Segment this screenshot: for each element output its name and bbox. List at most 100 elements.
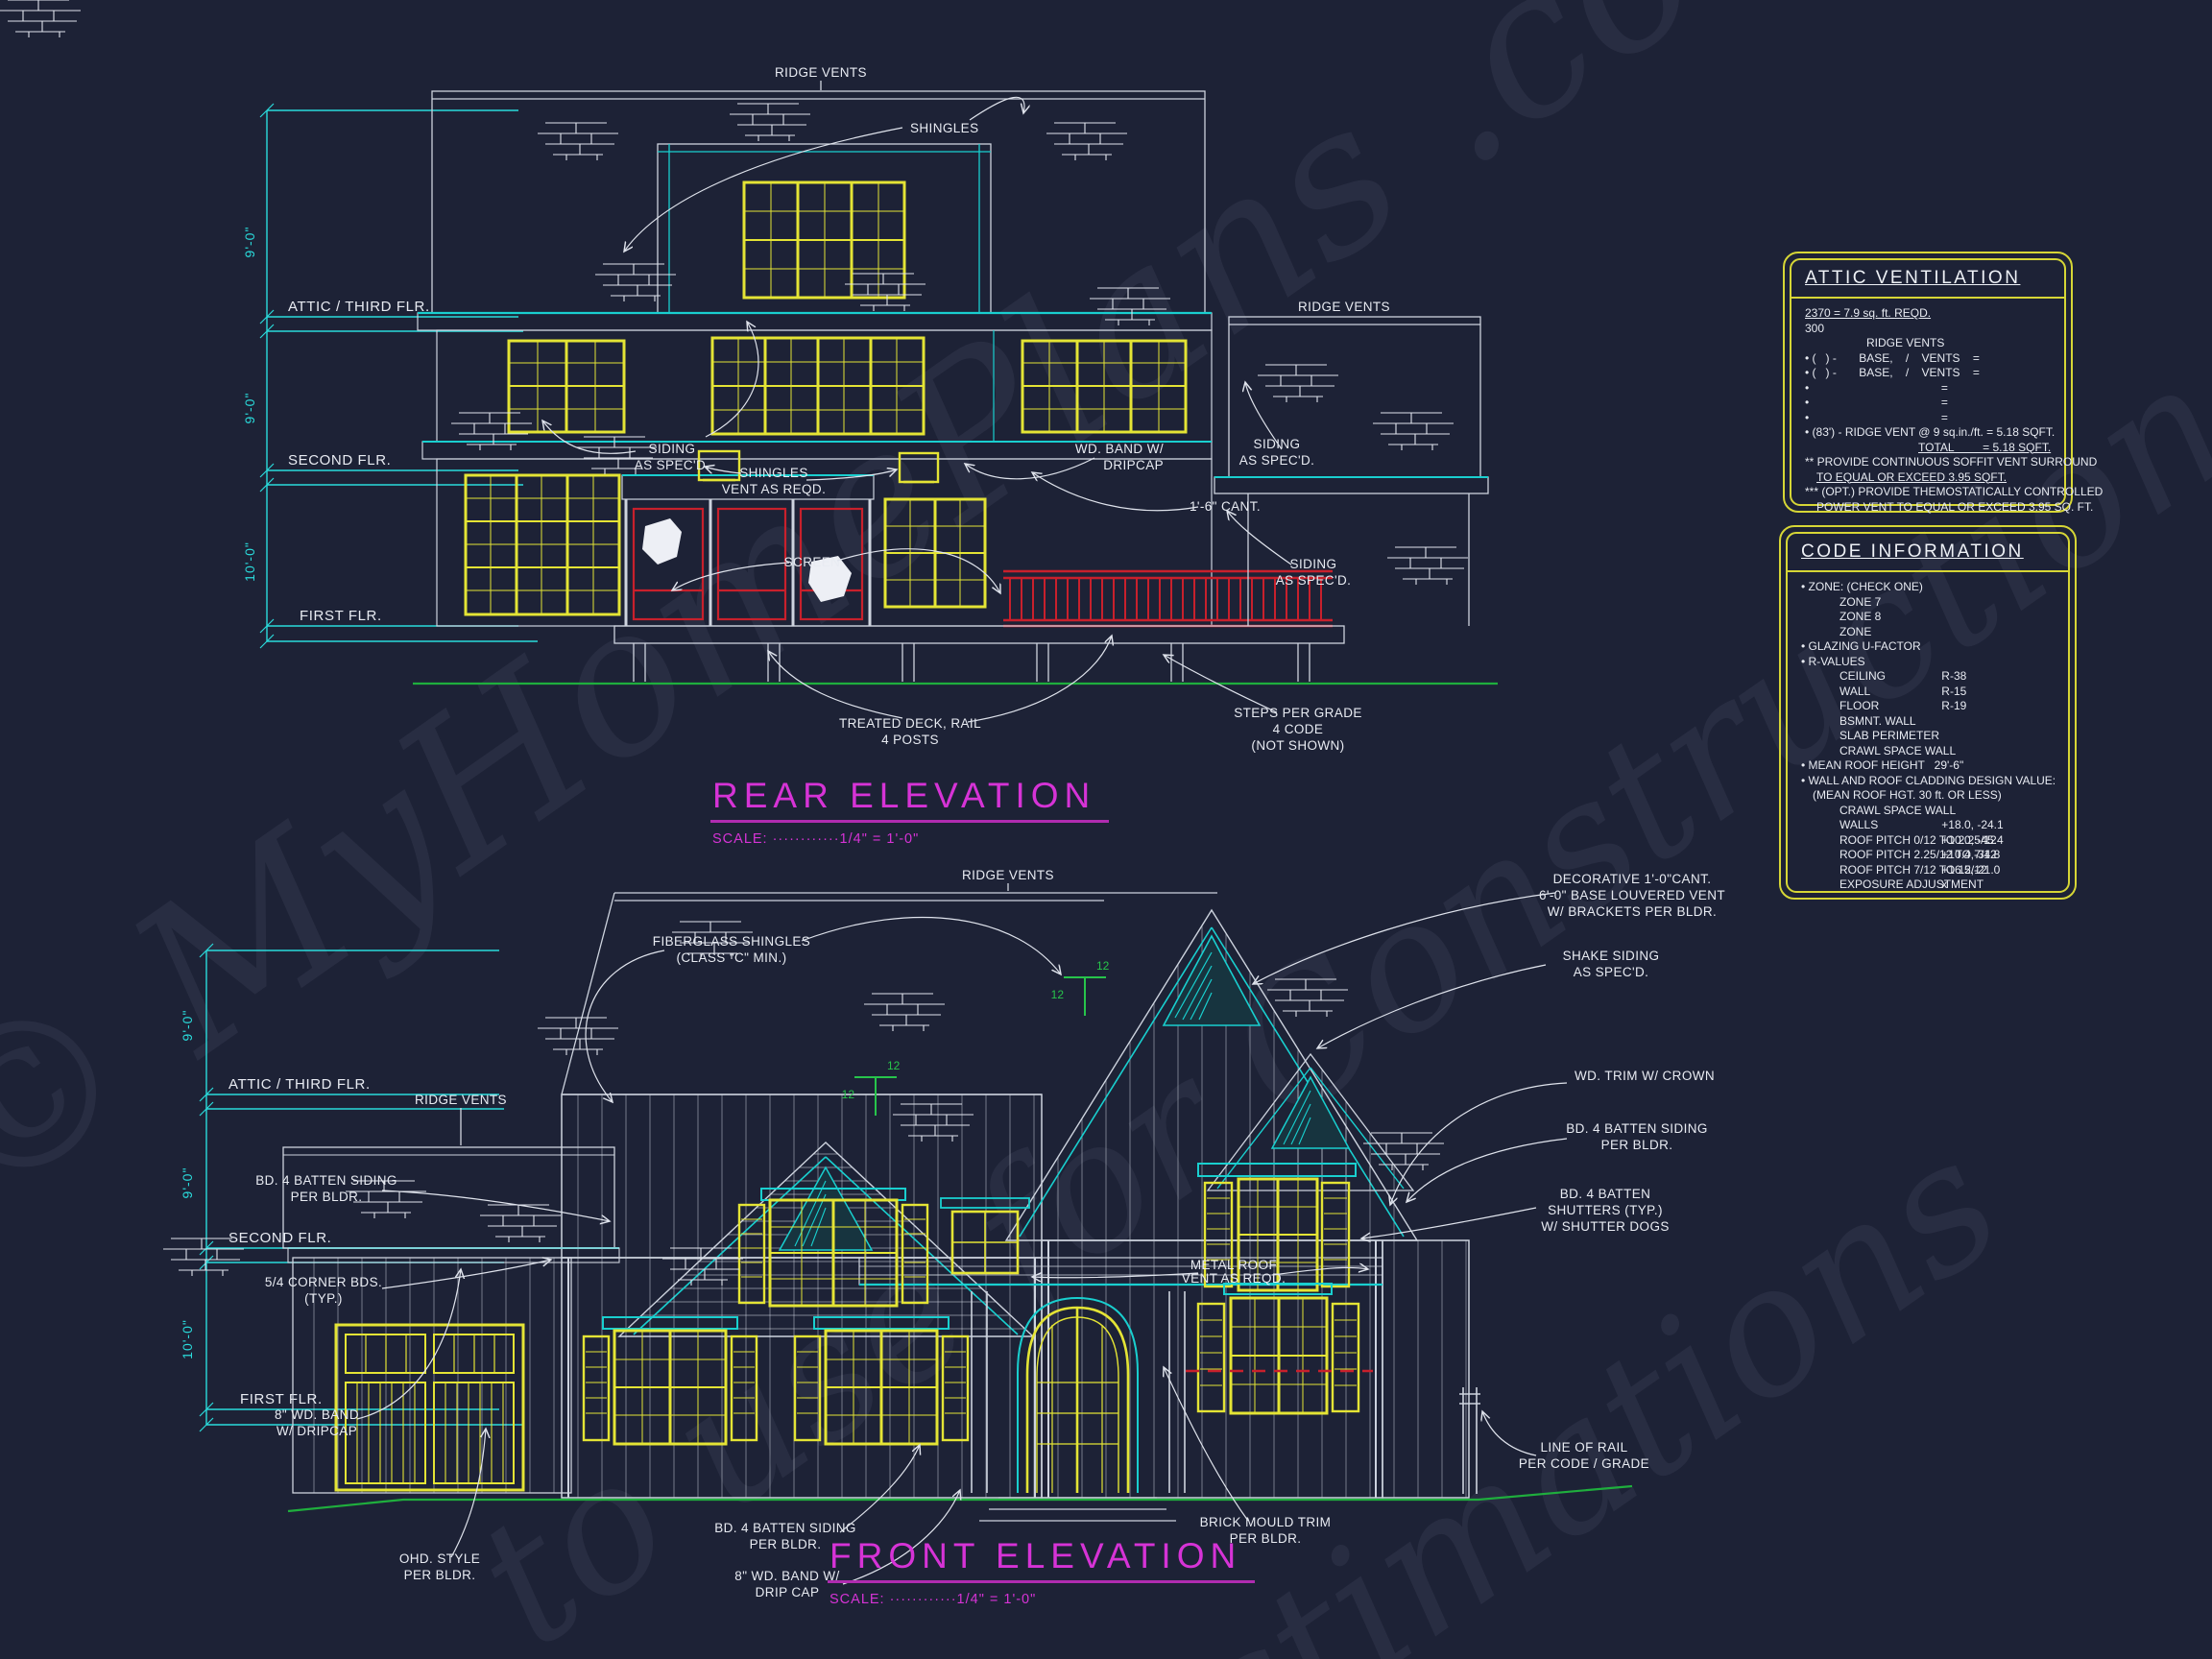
front-garage-door [334, 1323, 525, 1492]
front-label-fiberglass-a: FIBERGLASS SHINGLES [653, 934, 810, 949]
rear-dim-10ft: 10'-0" [242, 541, 257, 582]
rear-label-wd-band-a: WD. BAND W/ [1075, 442, 1164, 456]
panel-line: •= [1805, 380, 1948, 395]
front-door-steps [979, 1497, 1176, 1522]
attic-ventilation-title: ATTIC VENTILATION [1805, 268, 2021, 288]
front-window-small [940, 1197, 1030, 1275]
rear-screen-blob-1 [642, 518, 682, 565]
rear-fascia [417, 311, 1213, 331]
rear-right-wing [1214, 316, 1489, 626]
front-label-brick-mould-b: PER BLDR. [1230, 1531, 1302, 1546]
front-window-left-1 [582, 1316, 758, 1446]
rear-elevation-title: REAR ELEVATION [710, 776, 1110, 823]
rear-label-siding2-b: AS SPEC'D. [1239, 453, 1315, 468]
front-label-wd-band-l-a: 8" WD. BAND [275, 1407, 359, 1422]
rear-leader-lines [542, 81, 1292, 723]
rear-label-siding3-b: AS SPEC'D. [1276, 573, 1352, 588]
panel-line: • WALL AND ROOF CLADDING DESIGN VALUE: [1801, 773, 2056, 787]
front-label-wd-trim: WD. TRIM W/ CROWN [1575, 1069, 1715, 1083]
panel-line: TO EQUAL OR EXCEED 3.95 SQFT. [1816, 469, 2008, 484]
attic-ventilation-panel: ATTIC VENTILATION 2370 = 7.9 sq. ft. REQ… [1783, 252, 2104, 515]
front-label-bd-batten-r-b: PER BLDR. [1601, 1138, 1673, 1152]
rear-label-shingles: SHINGLES [910, 121, 978, 135]
panel-line: (MEAN ROOF HGT. 30 ft. OR LESS) [1813, 788, 2002, 802]
front-label-bd-shutters-a: BD. 4 BATTEN [1560, 1187, 1651, 1201]
panel-line: ZONE 7 [1839, 594, 1882, 609]
rear-label-ridge-vents-right: RIDGE VENTS [1298, 300, 1390, 314]
rear-label-shingles-vent-b: VENT AS REQD. [722, 482, 826, 496]
front-window-gable [737, 1188, 929, 1308]
rear-label-steps-b: 4 CODE [1273, 722, 1324, 736]
panel-line: *** (OPT.) PROVIDE THEMOSTATICALLY CONTR… [1805, 485, 2104, 498]
panel-line: •= [1805, 396, 1948, 409]
rear-window-bumpout-triple [1021, 339, 1188, 434]
code-information-panel: CODE INFORMATION • ZONE: (CHECK ONE)ZONE… [1779, 525, 2077, 900]
front-label-wd-band-b-a: 8" WD. BAND W/ [734, 1569, 839, 1583]
front-label-attic-flr: ATTIC / THIRD FLR. [228, 1076, 371, 1093]
panel-line: •= [1805, 410, 1948, 424]
front-sub-gable [1206, 1052, 1415, 1191]
rear-label-ridge-vents-top: RIDGE VENTS [775, 65, 867, 80]
panel-line: ROOF PITCH 2.25/12 TO 7/12+10.4,-34.8 [1839, 848, 2001, 861]
panel-line: • (83') - RIDGE VENT @ 9 sq.in./ft. = 5.… [1805, 425, 2056, 439]
rear-label-siding2-a: SIDING [1254, 437, 1301, 451]
panel-line: • ZONE: (CHECK ONE) [1801, 580, 1923, 593]
rear-label-attic-flr: ATTIC / THIRD FLR. [288, 299, 430, 315]
pitch-12-side: 12 [1051, 988, 1065, 1001]
front-porch-posts [971, 1291, 1480, 1494]
rear-label-wd-band-b: DRIPCAP [1103, 458, 1164, 472]
front-label-decorative-a: DECORATIVE 1'-0"CANT. [1553, 872, 1712, 886]
rear-label-screen: SCREEN [784, 555, 841, 569]
panel-line: • MEAN ROOF HEIGHT 29'-6" [1801, 758, 1964, 772]
front-label-bd-batten-b-a: BD. 4 BATTEN SIDING [714, 1521, 856, 1535]
panel-line: POWER VENT TO EQUAL OR EXCEED 3.95 SQ. F… [1816, 499, 2094, 514]
pitch-12-top: 12 [1096, 959, 1110, 973]
rear-dormer-window [742, 180, 906, 300]
front-label-brick-mould-a: BRICK MOULD TRIM [1200, 1515, 1332, 1529]
panel-line: WALLS+18.0, -24.1 [1839, 818, 2004, 831]
code-information-title: CODE INFORMATION [1801, 541, 2024, 562]
rear-dimension-lines [259, 103, 538, 649]
front-label-ohd-b: PER BLDR. [404, 1568, 476, 1582]
front-grade-line [287, 1484, 1633, 1513]
code-panel-rule [1788, 570, 2068, 572]
panel-line: ZONE [1839, 624, 1872, 638]
front-label-bd-batten-l-b: PER BLDR. [291, 1190, 363, 1204]
rear-label-steps-c: (NOT SHOWN) [1251, 738, 1344, 753]
rear-label-siding1-a: SIDING [649, 442, 696, 456]
rear-dim-9ft-top: 9'-0" [242, 227, 257, 258]
rear-deck [613, 625, 1345, 682]
panel-line: 300 [1805, 321, 1825, 335]
rear-window-center-quad [710, 336, 926, 436]
rear-window-tall-left [464, 473, 621, 616]
front-label-bd-shutters-c: W/ SHUTTER DOGS [1541, 1219, 1670, 1234]
panel-line: TOTAL = 5.18 SQFT. [1918, 440, 2052, 454]
front-elevation-title: FRONT ELEVATION [828, 1536, 1256, 1583]
rear-label-siding3-a: SIDING [1290, 557, 1337, 571]
front-window-right-first [1186, 1283, 1373, 1415]
front-label-ridge-vents-left: RIDGE VENTS [415, 1093, 507, 1107]
front-label-decorative-b: 6'-0" BASE LOUVERED VENT [1539, 888, 1725, 902]
front-gable-louver-large [1162, 934, 1262, 1026]
rear-label-shingles-vent-a: SHINGLES [739, 466, 807, 480]
front-label-line-rail-a: LINE OF RAIL [1540, 1440, 1627, 1455]
panel-line: BSMNT. WALL [1839, 713, 1916, 728]
front-label-bd-batten-r-a: BD. 4 BATTEN SIDING [1566, 1121, 1708, 1136]
panel-line: ROOF PITCH 0/12 TO 2.25/12+10.0, -45.4 [1839, 832, 2004, 847]
front-label-wd-band-l-b: W/ DRIPCAP [276, 1424, 357, 1438]
rear-window-left-pair [507, 339, 626, 434]
panel-line: RIDGE VENTS [1866, 336, 1945, 349]
front-pitch-marker-2: 12 12 [842, 1059, 901, 1116]
front-label-bd-batten-l-a: BD. 4 BATTEN SIDING [255, 1173, 397, 1188]
front-label-bd-shutters-b: SHUTTERS (TYP.) [1548, 1203, 1663, 1217]
rear-label-deck-b: 4 POSTS [881, 733, 939, 747]
panel-line: ROOF PITCH 7/12 TO 12/12+16.5,-21.0 [1839, 862, 2001, 877]
rear-screen-porch [621, 474, 875, 626]
front-dim-10ft: 10'-0" [180, 1319, 195, 1359]
panel-line: • GLAZING U-FACTOR [1801, 639, 1921, 653]
rear-vent-boxes [697, 449, 940, 484]
front-pitch-marker-1: 12 12 [1051, 959, 1110, 1016]
